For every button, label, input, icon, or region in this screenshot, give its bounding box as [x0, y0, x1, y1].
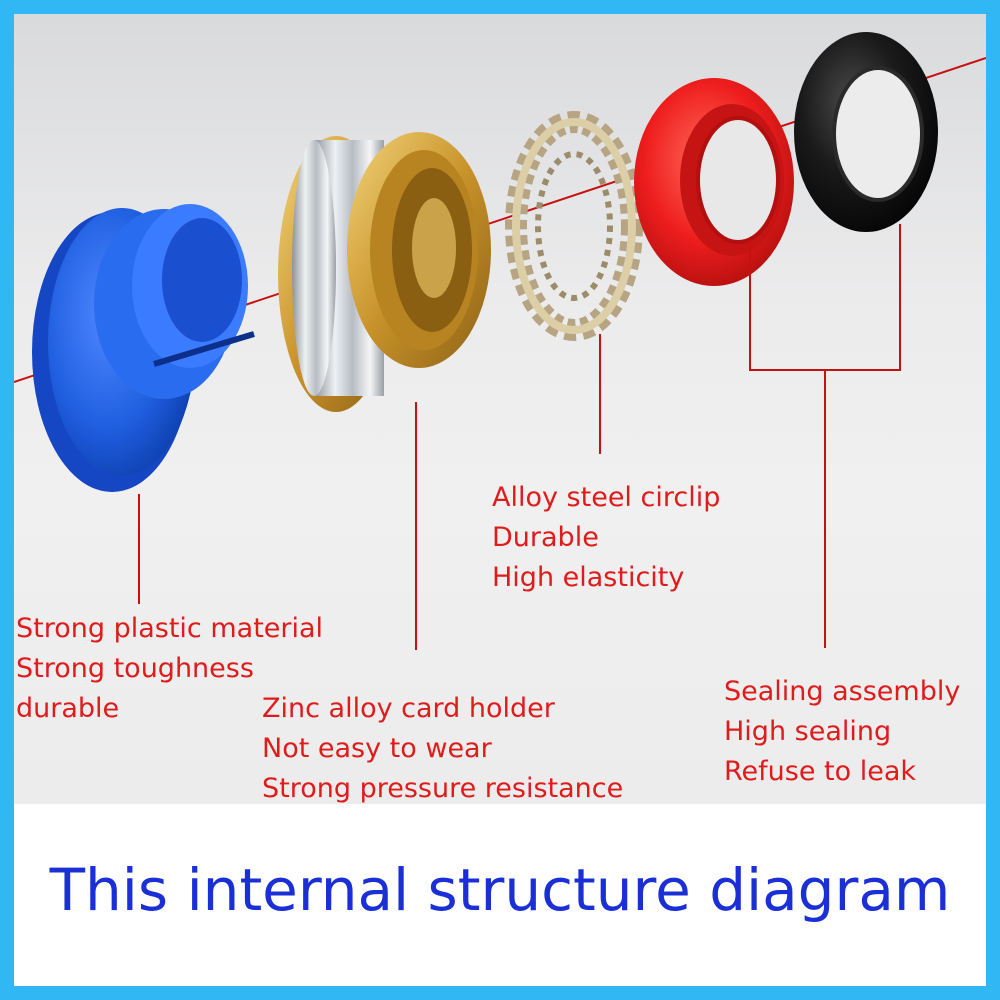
plastic-label: Strong plastic material Strong toughness… — [16, 609, 323, 729]
zinc-label: Zinc alloy card holder Not easy to wear … — [262, 689, 623, 809]
sealing-label-line-2: High sealing — [724, 716, 892, 747]
black-seal-part — [794, 32, 938, 232]
product-photo-area — [14, 14, 986, 804]
circlip-label: Alloy steel circlip Durable High elastic… — [492, 478, 720, 598]
leader-lines — [138, 224, 901, 650]
caption-title: This internal structure diagram — [49, 856, 951, 924]
circlip-part — [505, 111, 643, 341]
blue-collet-part — [32, 204, 255, 492]
circlip-label-line-1: Alloy steel circlip — [492, 482, 721, 513]
zinc-label-line-2: Not easy to wear — [262, 733, 492, 764]
plastic-label-line-2: Strong toughness — [16, 653, 254, 684]
zinc-label-line-1: Zinc alloy card holder — [262, 693, 555, 724]
plastic-label-line-1: Strong plastic material — [16, 613, 324, 644]
plastic-label-line-3: durable — [16, 693, 120, 724]
zinc-label-line-3: Strong pressure resistance — [262, 773, 624, 804]
sealing-label: Sealing assembly High sealing Refuse to … — [724, 672, 960, 792]
circlip-label-line-2: Durable — [492, 522, 599, 553]
circlip-label-line-3: High elasticity — [492, 562, 685, 593]
red-seal-part — [634, 78, 794, 286]
image-frame: Strong plastic material Strong toughness… — [14, 14, 986, 986]
sealing-label-line-3: Refuse to leak — [724, 756, 917, 787]
zinc-alloy-holder-part — [278, 132, 491, 412]
sealing-label-line-1: Sealing assembly — [724, 676, 961, 707]
exploded-parts-illustration — [14, 32, 986, 650]
